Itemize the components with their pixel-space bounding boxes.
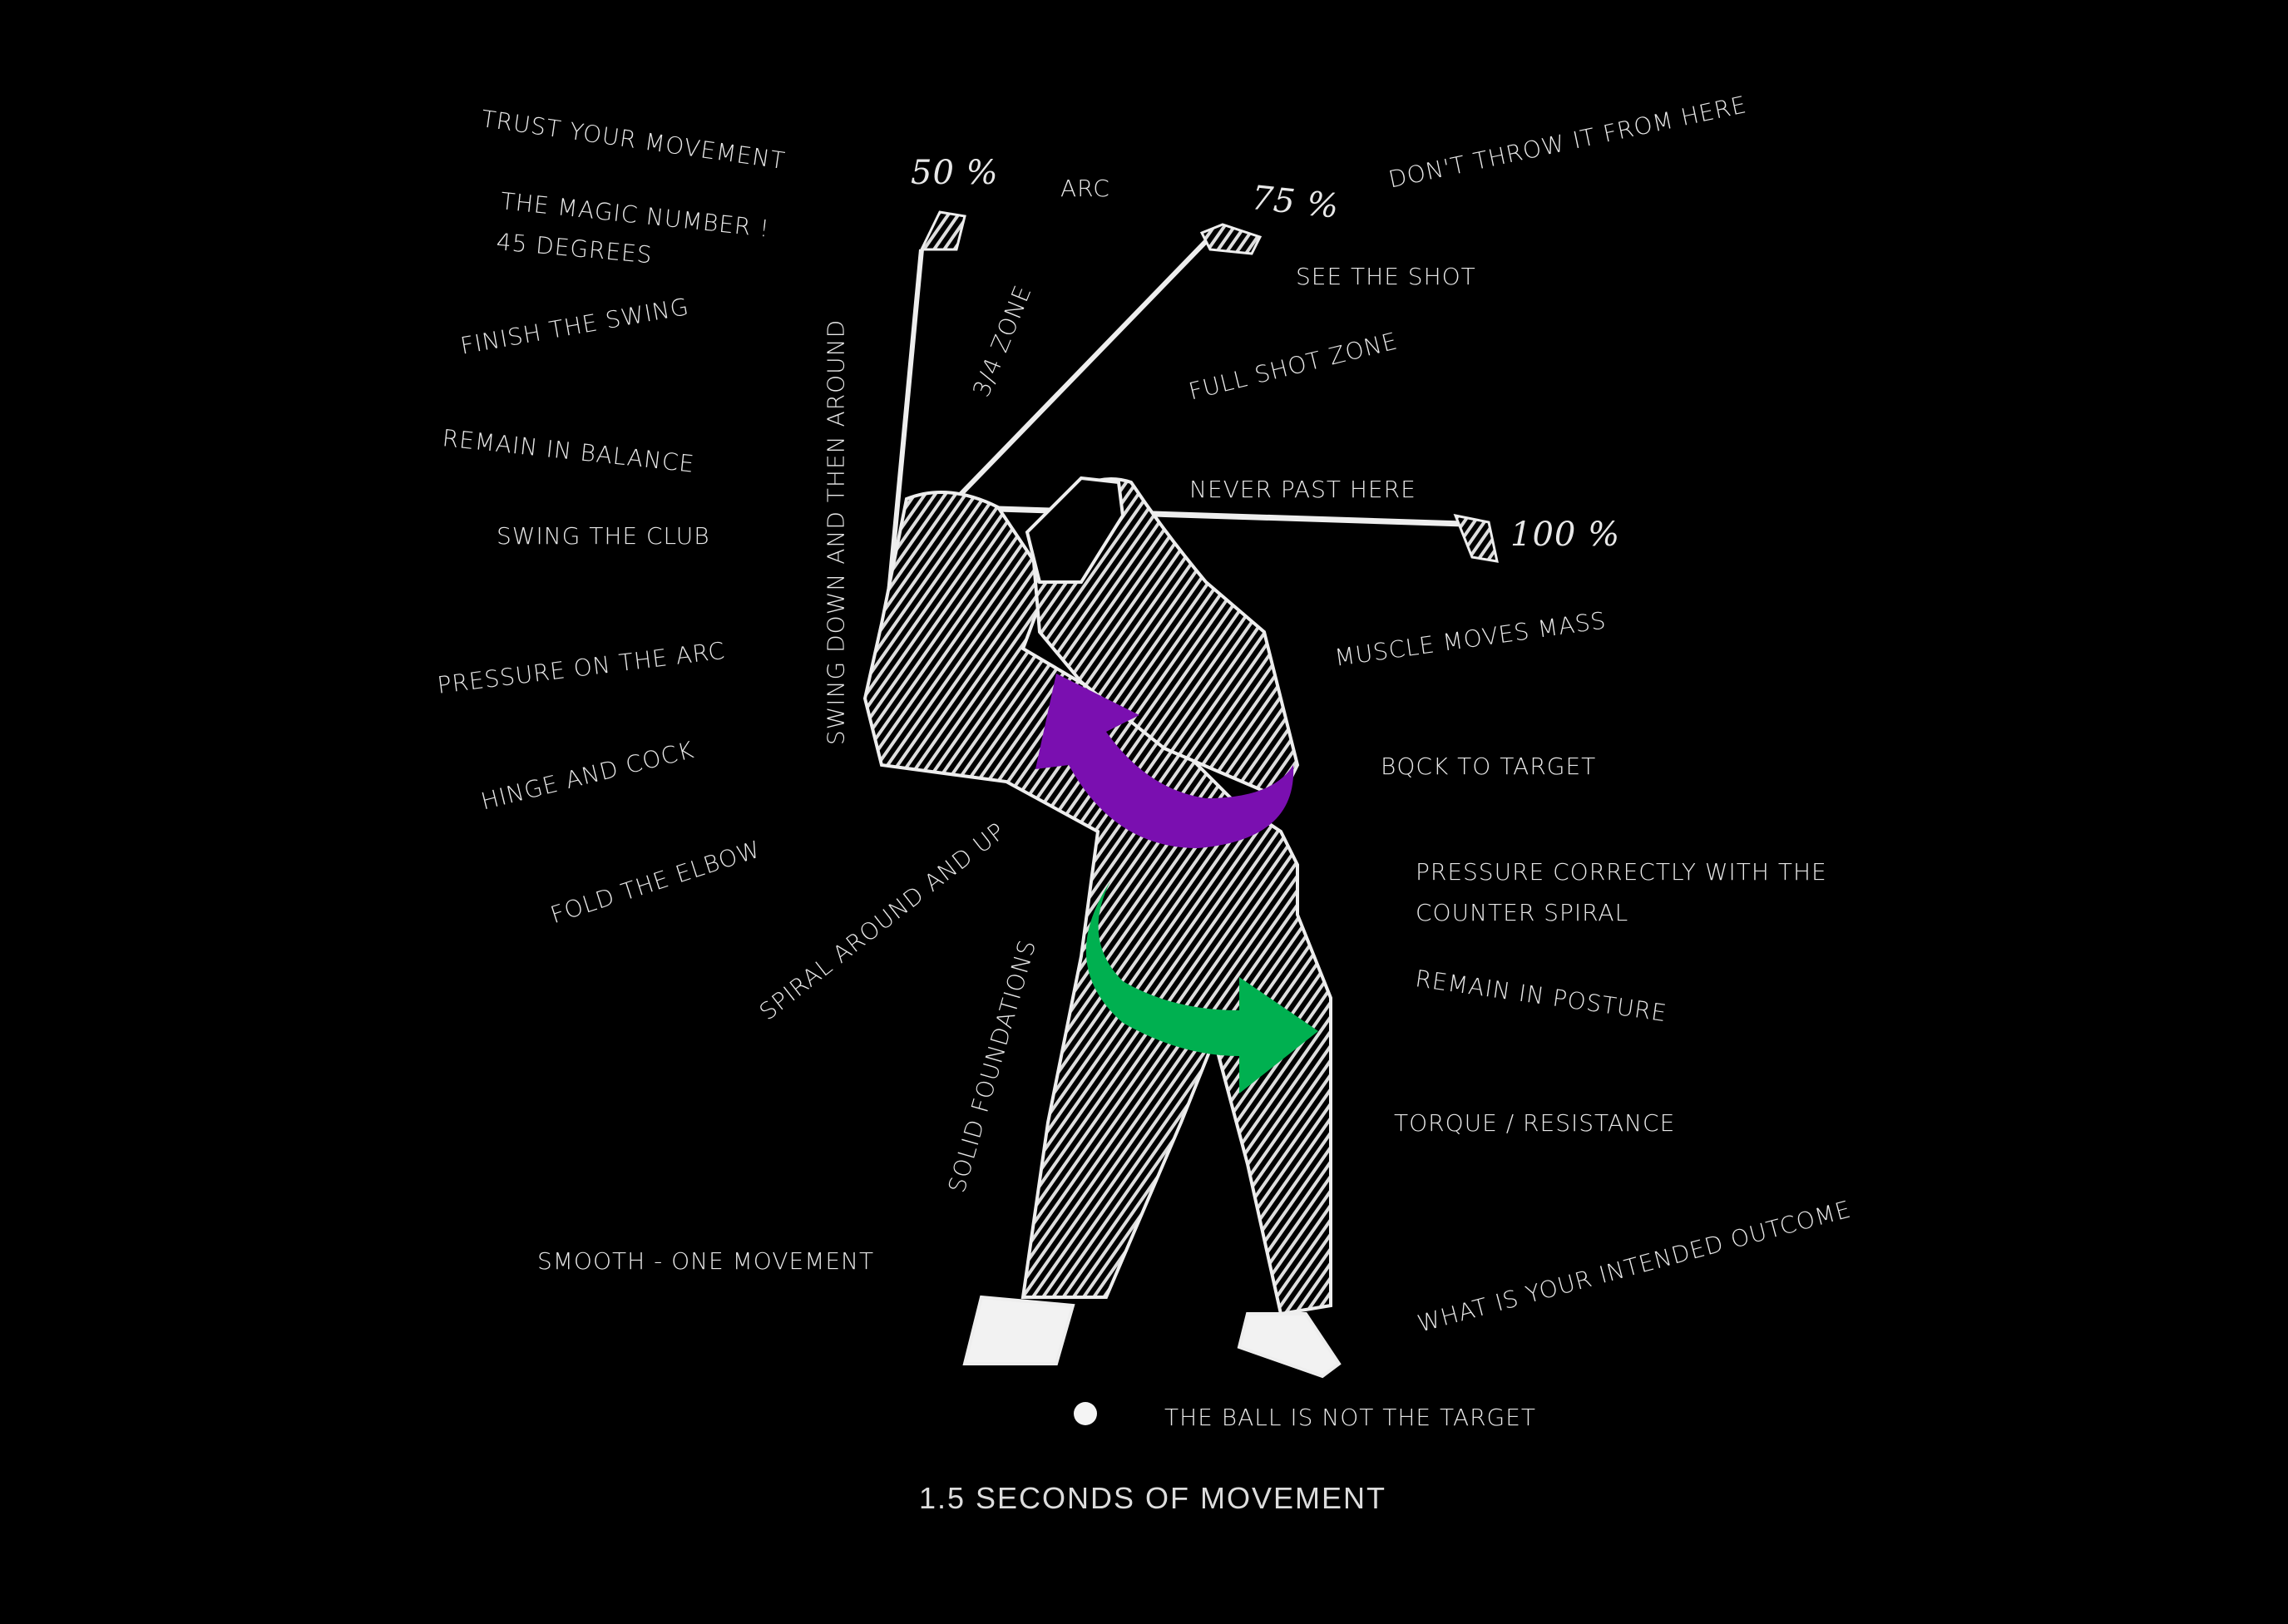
purple-rotation-arrow: [1035, 674, 1294, 848]
label-pressure-correctly-line1: PRESSURE CORRECTLY WITH THE: [1416, 858, 1827, 886]
label-torque-resistance: TORQUE / RESISTANCE: [1394, 1109, 1676, 1137]
label-see-the-shot: SEE THE SHOT: [1296, 263, 1476, 290]
label-ball-not-target: THE BALL IS NOT THE TARGET: [1164, 1404, 1537, 1431]
page-title: 1.5 SECONDS OF MOVEMENT: [918, 1481, 1387, 1515]
label-pressure-correctly-line2: COUNTER SPIRAL: [1416, 899, 1629, 926]
label-smooth-one-movement: SMOOTH - ONE MOVEMENT: [537, 1247, 875, 1275]
club-75-percent: [946, 223, 1263, 510]
label-never-past-here: NEVER PAST HERE: [1189, 476, 1416, 503]
golf-ball: [1074, 1402, 1097, 1425]
label-arc: ARC: [1060, 175, 1110, 202]
label-50-percent: 50 %: [911, 154, 999, 192]
label-swing-the-club: SWING THE CLUB: [497, 522, 710, 550]
label-swing-down-around: SWING DOWN AND THEN AROUND: [822, 318, 850, 746]
label-back-to-target: BQCK TO TARGET: [1381, 753, 1597, 780]
golfer-body: [862, 476, 1342, 1379]
green-rotation-arrow: [1085, 881, 1318, 1093]
label-100-percent: 100 %: [1510, 516, 1621, 554]
